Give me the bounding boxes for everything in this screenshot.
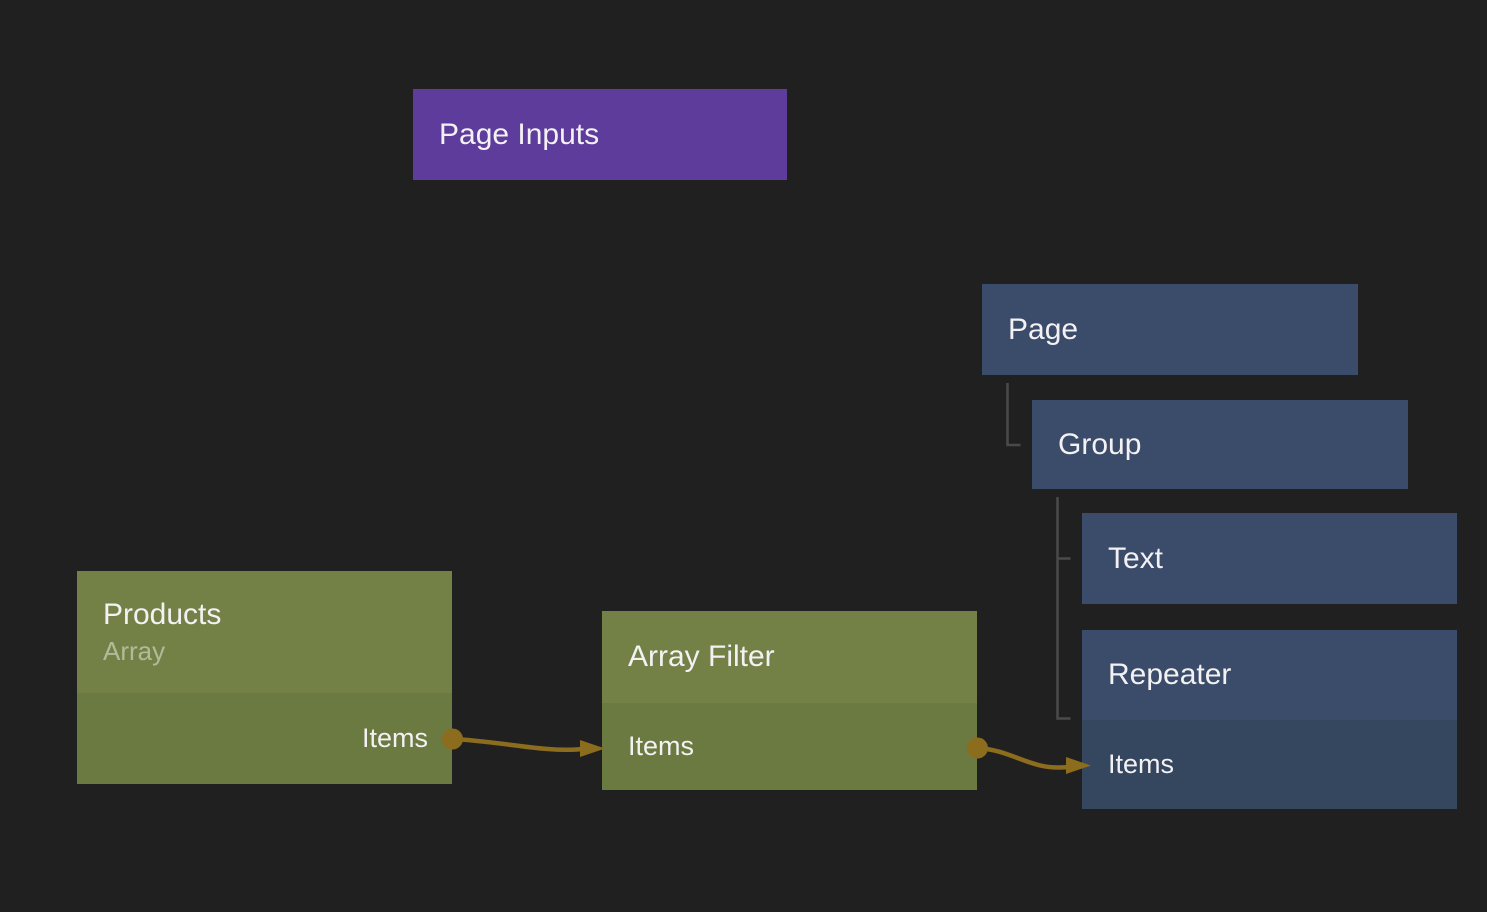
node-repeater[interactable]: Repeater Items <box>1082 630 1457 809</box>
port-products-items[interactable]: Items <box>77 693 452 784</box>
node-page-inputs-title: Page Inputs <box>439 117 600 151</box>
port-array-filter-items-label: Items <box>628 731 695 761</box>
node-repeater-header: Repeater <box>1082 630 1457 720</box>
node-page[interactable]: Page <box>982 284 1358 375</box>
port-products-items-label: Items <box>361 723 428 753</box>
node-page-inputs[interactable]: Page Inputs <box>413 89 787 180</box>
node-text[interactable]: Text <box>1082 513 1457 604</box>
node-text-title: Text <box>1108 541 1164 575</box>
node-products[interactable]: Products Array Items <box>77 571 452 784</box>
wire-products-to-array-filter[interactable] <box>449 736 585 753</box>
node-products-subtitle: Array <box>103 636 166 666</box>
node-array-filter-title: Array Filter <box>628 640 775 673</box>
node-group[interactable]: Group <box>1032 400 1408 489</box>
hierarchy-line-group-children <box>1056 497 1071 720</box>
port-repeater-items[interactable]: Items <box>1082 720 1457 809</box>
node-group-title: Group <box>1058 427 1142 461</box>
node-products-title: Products <box>103 598 222 631</box>
node-array-filter[interactable]: Array Filter Items <box>602 611 977 790</box>
node-repeater-title: Repeater <box>1108 658 1232 691</box>
node-page-title: Page <box>1008 312 1079 346</box>
node-array-filter-header: Array Filter <box>602 611 977 703</box>
port-repeater-items-label: Items <box>1108 749 1175 779</box>
node-products-header: Products Array <box>77 571 452 693</box>
wire-array-filter-to-repeater[interactable] <box>974 745 1071 770</box>
port-array-filter-items[interactable]: Items <box>602 703 977 790</box>
hierarchy-line-page-group <box>1006 383 1021 447</box>
